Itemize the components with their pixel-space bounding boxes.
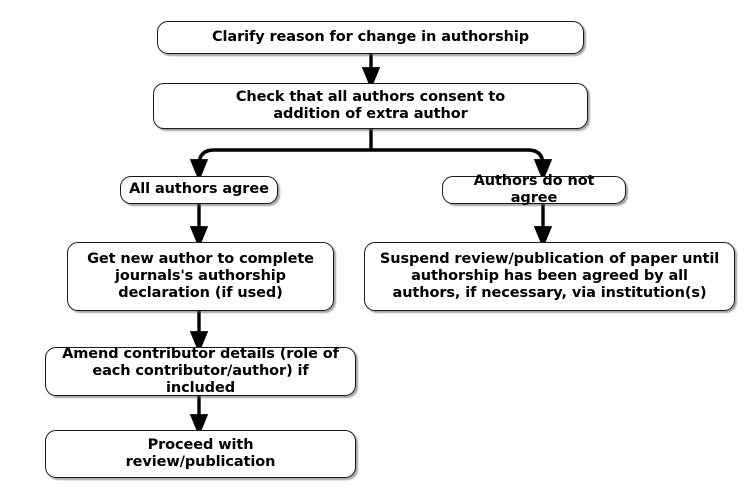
node-authors-do-not-agree: Authors do not agree (442, 172, 626, 206)
node-suspend-review-line-2: authorship has been agreed by all (411, 267, 688, 284)
node-get-new-author-line-3: declaration (if used) (118, 285, 283, 302)
edge-branch-to-not-agree (371, 148, 553, 182)
node-amend-contributor-details-line-2: each contributor/author) if included (92, 362, 309, 397)
node-check-consent-line-1: Check that all authors consent to (235, 88, 506, 105)
node-all-authors-agree: All authors agree (120, 176, 278, 204)
node-clarify-reason-line-1: Clarify reason for change in authorship (211, 28, 530, 45)
node-suspend-review-line-1: Suspend review/publication of paper unti… (379, 250, 720, 267)
node-get-new-author-line-2: journals's authorship (115, 267, 286, 284)
node-check-consent-line-2: addition of extra author (273, 106, 468, 122)
node-all-authors-agree-line-1: All authors agree (129, 181, 269, 198)
node-authors-do-not-agree-line-1: Authors do not agree (473, 172, 595, 206)
edge-branch-to-all-agree (189, 148, 371, 182)
node-suspend-review-line-3: authors, if necessary, via institution(s… (392, 285, 707, 302)
node-amend-contributor-details-line-1: Amend contributor details (role of (62, 345, 339, 362)
node-suspend-review-text: Suspend review/publication of paper unti… (368, 251, 731, 302)
node-get-new-author-line-1: Get new author to complete (87, 250, 314, 267)
node-proceed-with-review-line-2: review/publication (125, 454, 276, 470)
node-proceed-with-review-line-1: Proceed with (147, 436, 254, 453)
node-suspend-review: Suspend review/publication of paper unti… (364, 242, 735, 311)
node-clarify-reason: Clarify reason for change in authorship (157, 21, 584, 54)
